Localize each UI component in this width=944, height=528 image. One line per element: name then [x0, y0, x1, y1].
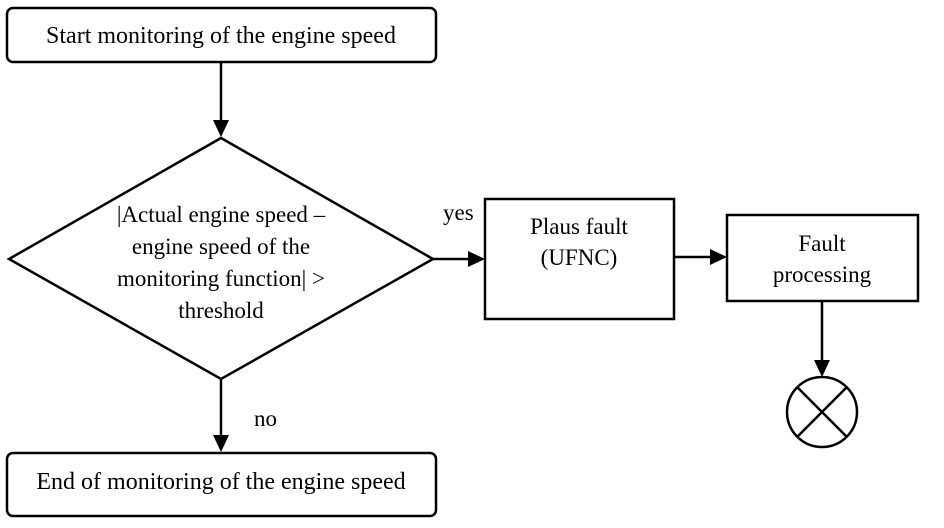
edge-plaus-to-processing — [674, 249, 727, 265]
start-node-label: Start monitoring of the engine speed — [46, 23, 396, 49]
plaus-fault-line-2: (UFNC) — [541, 245, 618, 270]
fault-processing-line-2: processing — [773, 262, 872, 287]
decision-line-3: monitoring function| > — [117, 266, 325, 291]
start-node: Start monitoring of the engine speed — [5, 6, 438, 64]
edge-start-to-decision — [213, 62, 229, 137]
fault-processing-line-1: Fault — [798, 231, 846, 256]
edge-processing-to-terminator — [814, 301, 830, 377]
end-node-label: End of monitoring of the engine speed — [36, 469, 405, 495]
yes-label: yes — [443, 200, 474, 225]
edge-yes: yes — [433, 200, 485, 267]
plaus-fault-node: Plaus fault (UFNC) — [483, 197, 676, 321]
decision-line-2: engine speed of the — [132, 234, 310, 259]
no-label: no — [254, 406, 277, 431]
plaus-fault-line-1: Plaus fault — [530, 214, 628, 239]
fault-processing-node: Fault processing — [725, 213, 920, 303]
decision-line-4: threshold — [178, 298, 264, 323]
end-node: End of monitoring of the engine speed — [5, 451, 438, 518]
decision-node: |Actual engine speed – engine speed of t… — [6, 136, 436, 381]
crossed-circle-icon — [785, 375, 859, 449]
decision-line-1: |Actual engine speed – — [117, 202, 326, 227]
edge-no: no — [213, 379, 277, 452]
